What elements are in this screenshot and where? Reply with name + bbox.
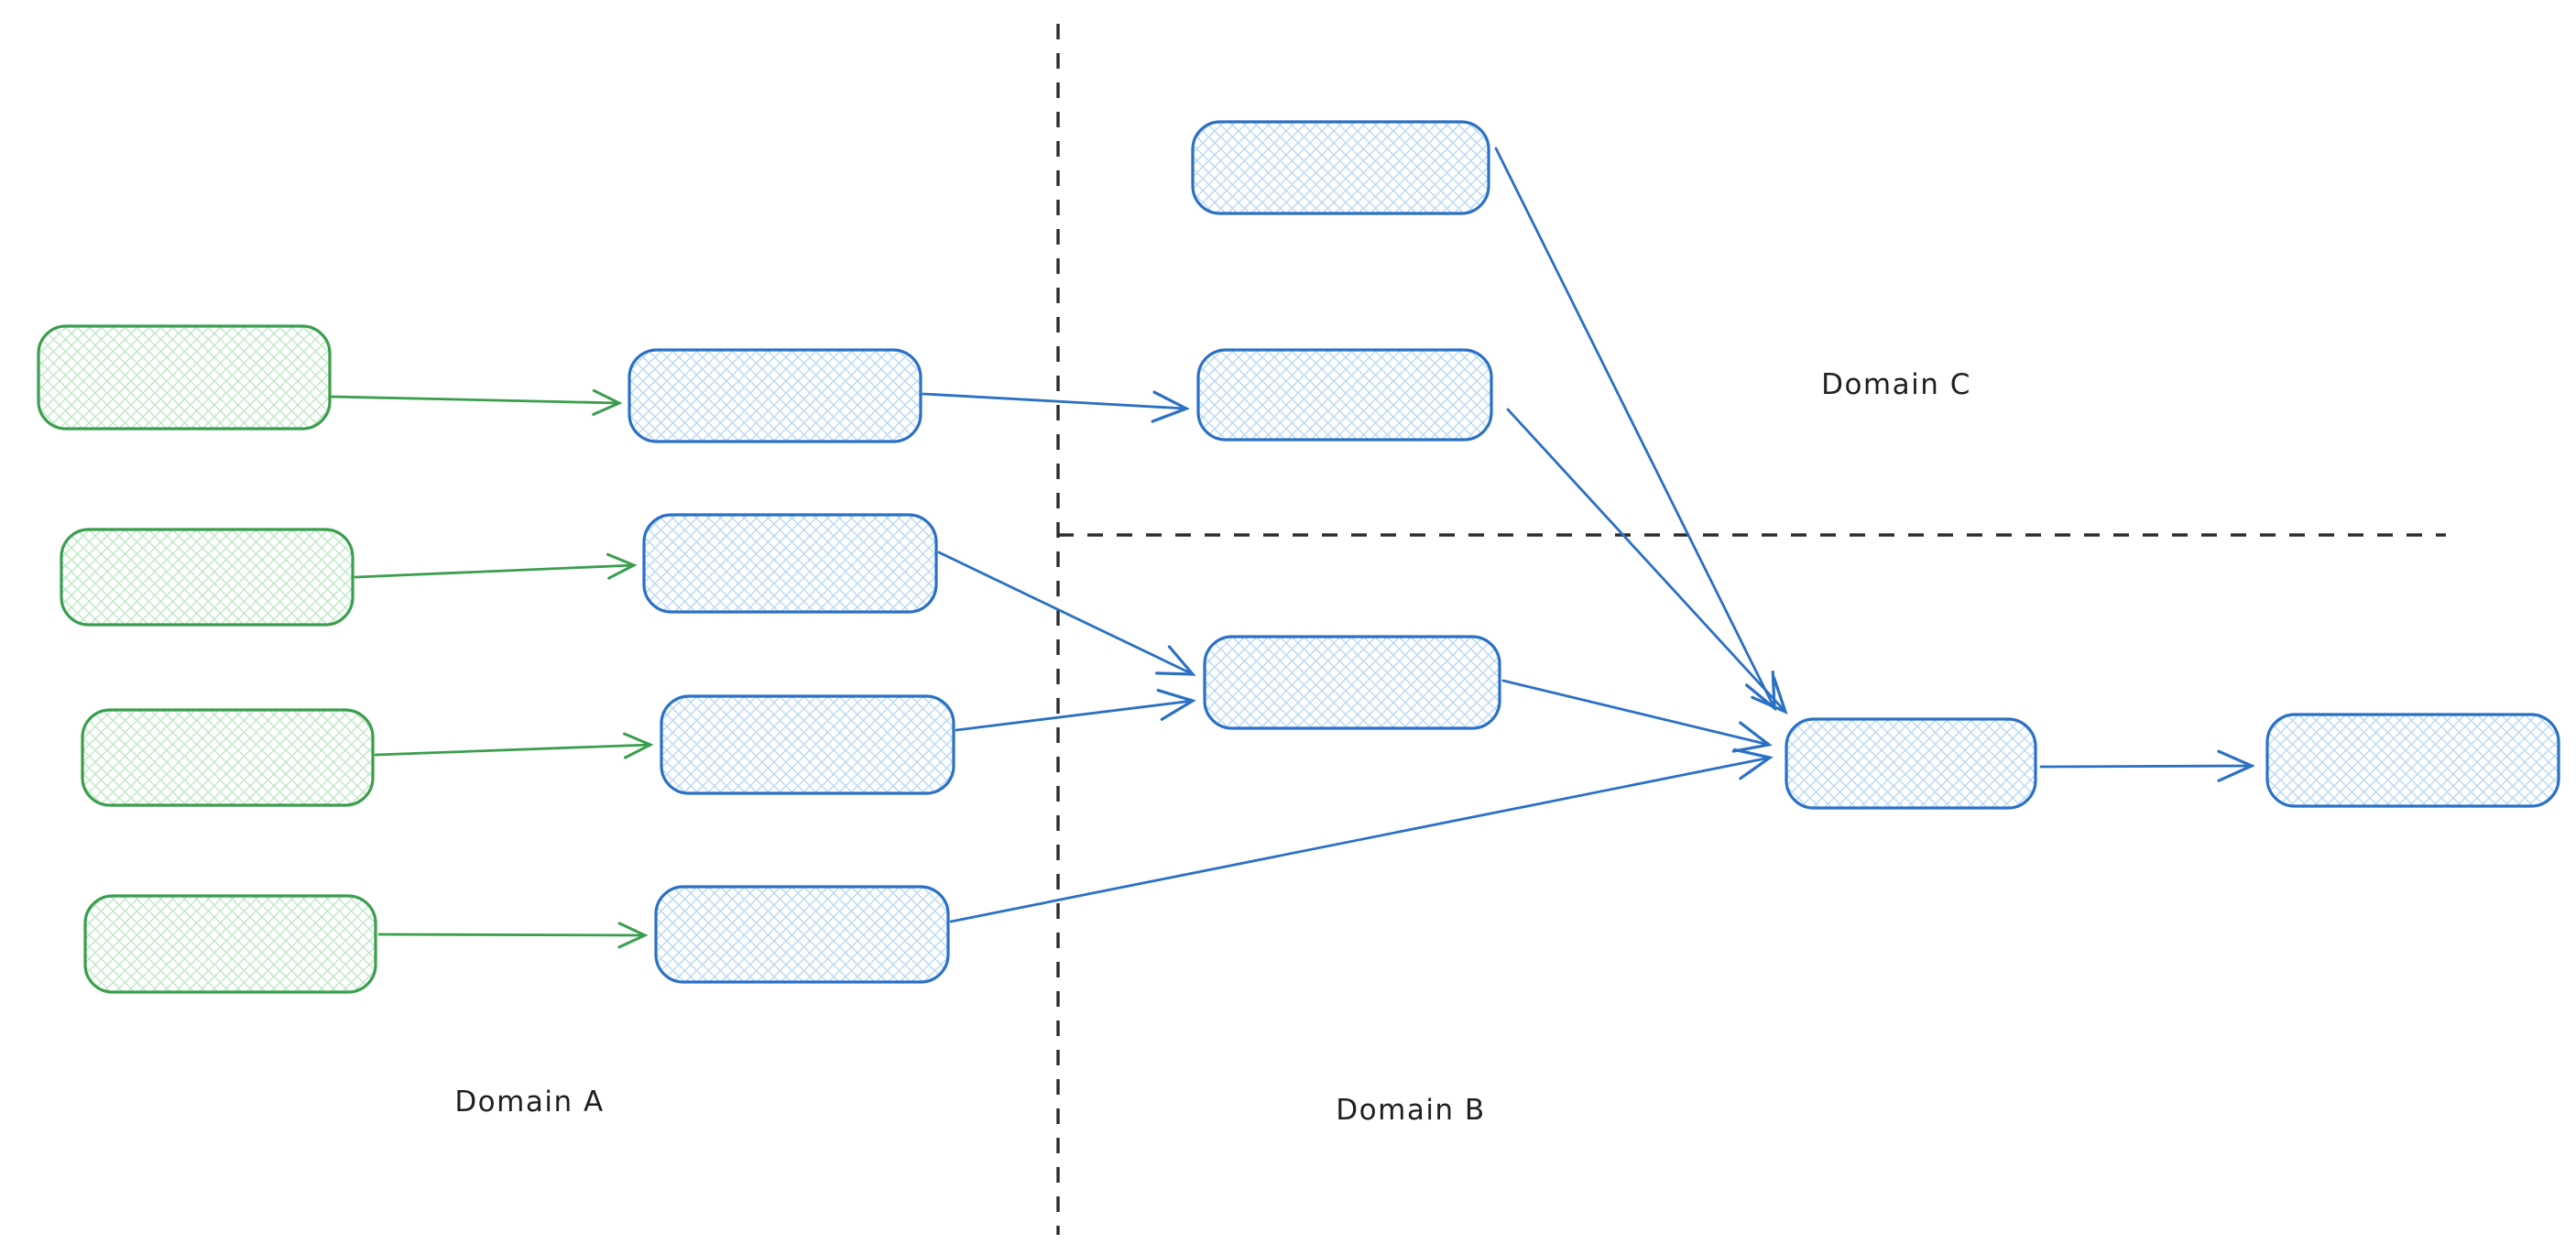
- domain-a-stage-2[interactable]: [642, 513, 938, 614]
- edge-stage4-merge[interactable]: [949, 748, 1774, 923]
- edge-source1-stage1[interactable]: [330, 388, 623, 416]
- domain-b-label[interactable]: Domain B: [1336, 1094, 1485, 1127]
- domain-a-source-4[interactable]: [83, 894, 377, 994]
- edge-stage3-bbox[interactable]: [955, 688, 1196, 732]
- domain-c-label[interactable]: Domain C: [1821, 368, 1971, 401]
- output-box[interactable]: [2265, 713, 2560, 808]
- edge-stage1-cbox2[interactable]: [922, 390, 1190, 423]
- edge-stage2-bbox[interactable]: [937, 551, 1196, 676]
- domain-c-box-1[interactable]: [1191, 120, 1490, 215]
- edge-merge-output[interactable]: [2039, 749, 2255, 782]
- domain-c-box-2[interactable]: [1196, 348, 1493, 442]
- edge-source3-stage3[interactable]: [374, 732, 654, 759]
- domain-a-source-2[interactable]: [60, 528, 355, 627]
- domain-a-stage-4[interactable]: [654, 885, 950, 984]
- domain-b-box[interactable]: [1203, 635, 1501, 730]
- domain-a-source-3[interactable]: [81, 708, 375, 807]
- edge-source2-stage2[interactable]: [354, 552, 638, 580]
- edge-bbox-merge[interactable]: [1501, 679, 1773, 753]
- domain-a-stage-1[interactable]: [628, 348, 922, 443]
- domain-a-source-1[interactable]: [37, 324, 332, 431]
- domain-a-stage-3[interactable]: [660, 694, 955, 795]
- edge-cbox1-merge[interactable]: [1494, 147, 1776, 712]
- merge-box[interactable]: [1785, 717, 2037, 810]
- domain-a-label[interactable]: Domain A: [454, 1086, 604, 1119]
- edge-source4-stage4[interactable]: [377, 922, 649, 949]
- edge-cbox2-merge[interactable]: [1506, 408, 1788, 715]
